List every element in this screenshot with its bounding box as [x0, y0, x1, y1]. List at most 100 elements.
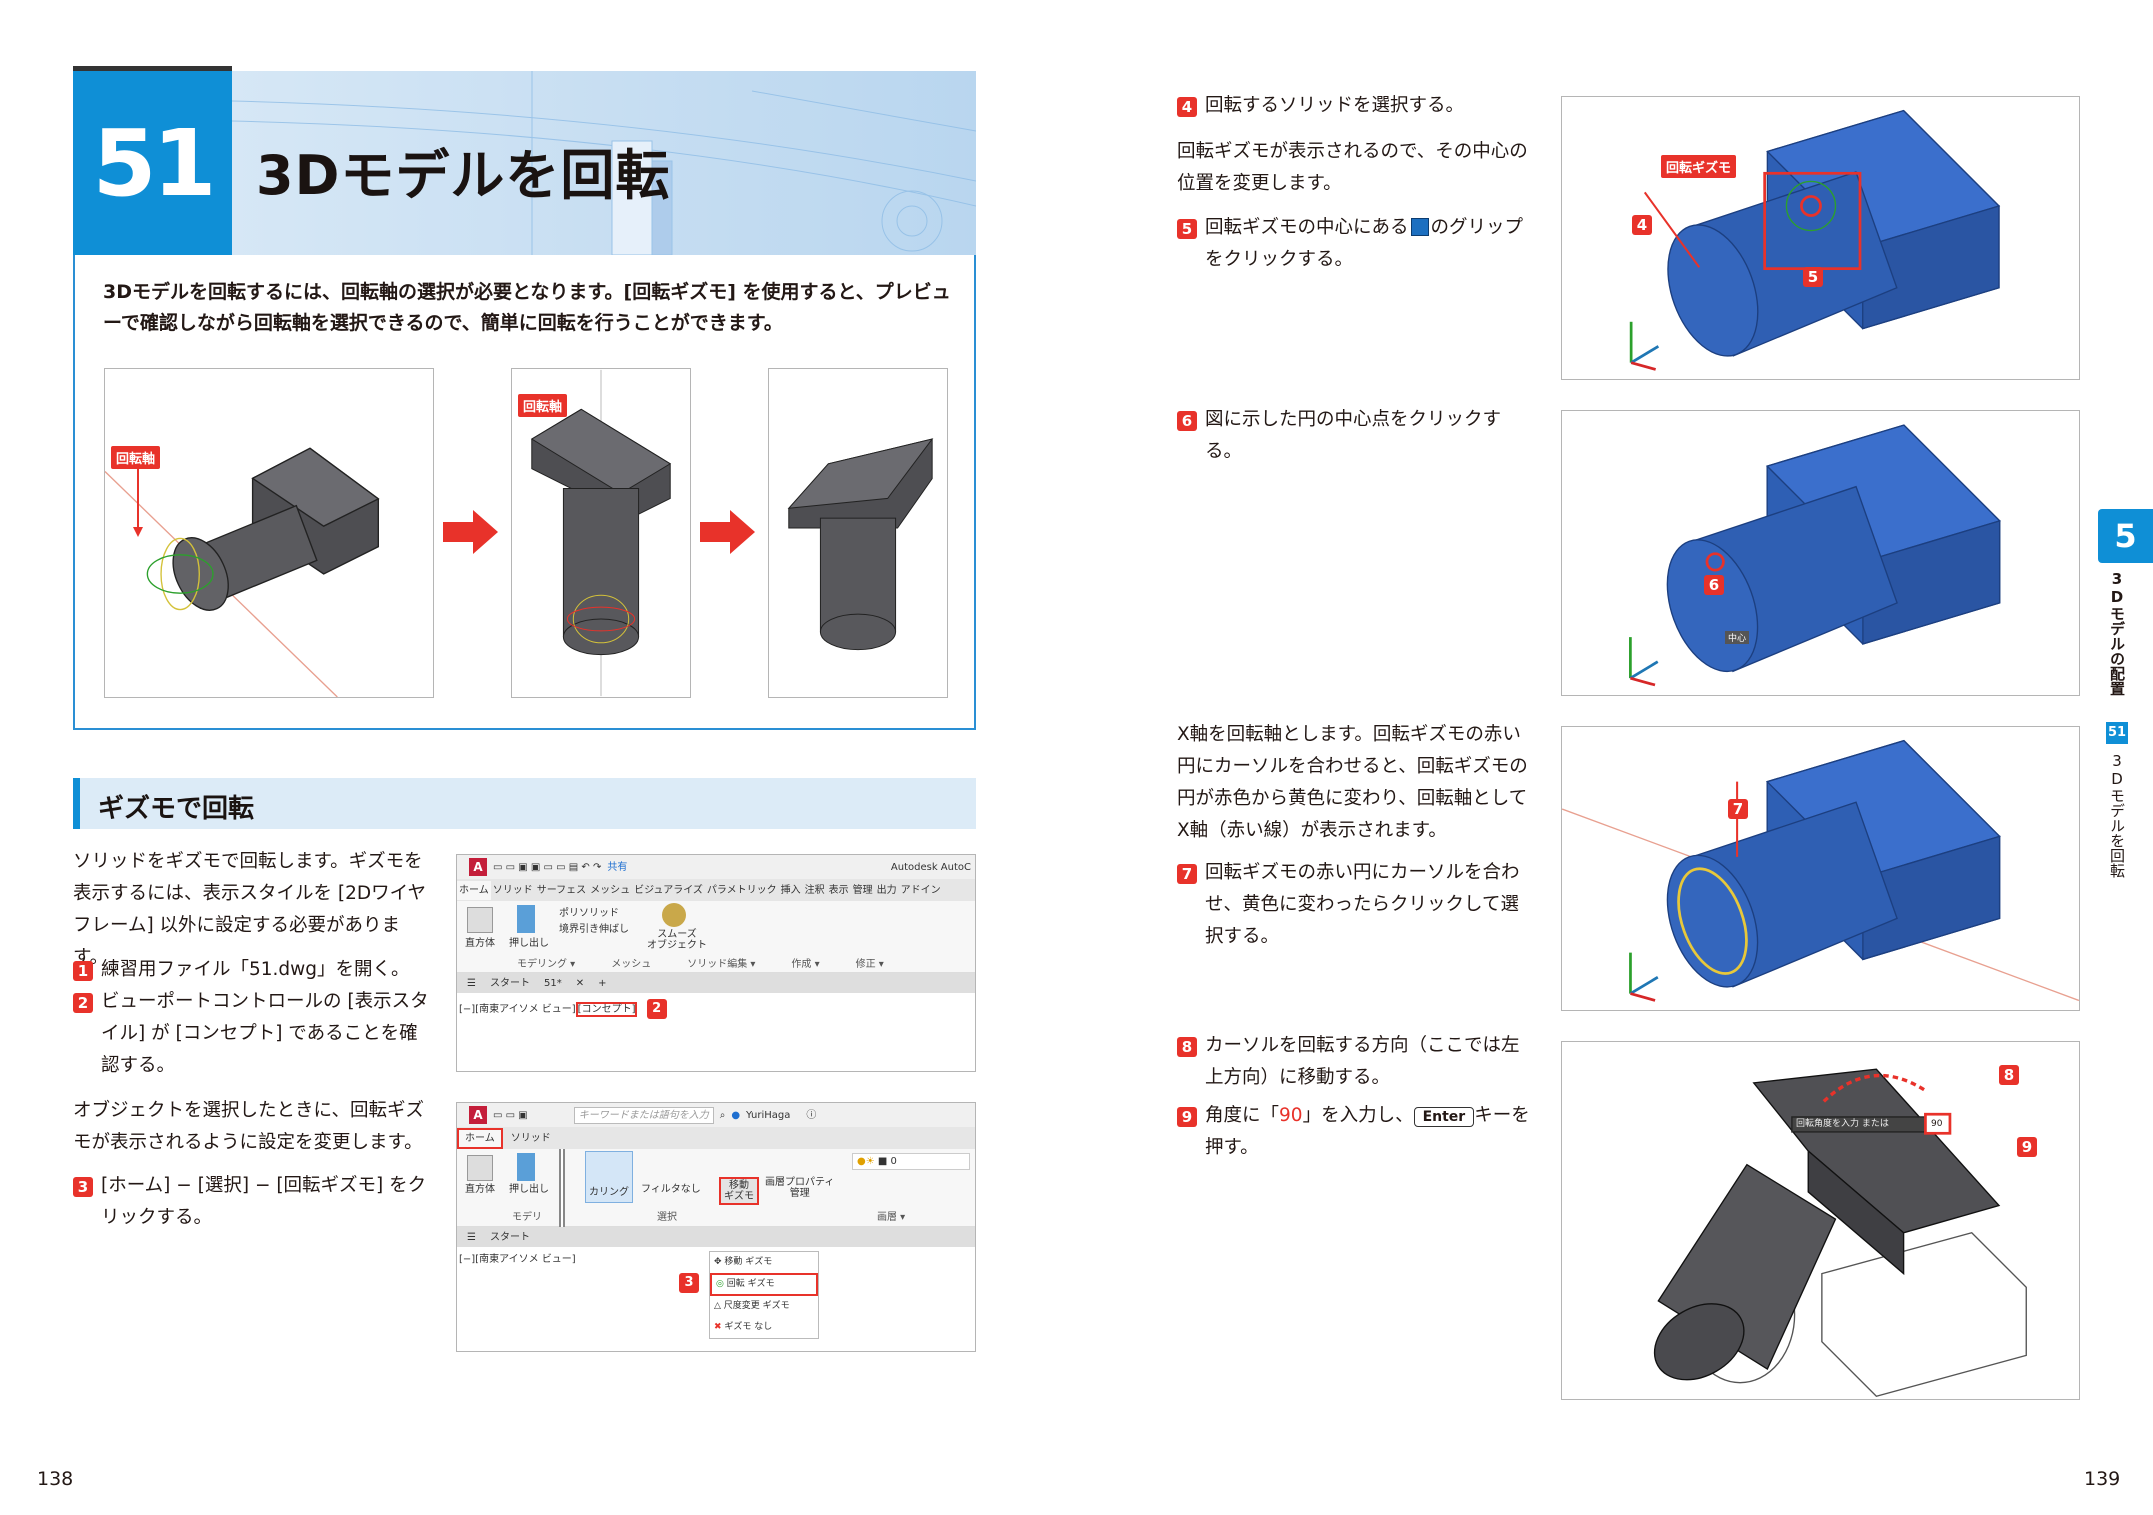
- right-arrow-icon: [700, 510, 755, 554]
- angle-input[interactable]: 90: [1931, 1119, 1943, 1129]
- extrude-icon: [517, 1153, 535, 1181]
- grip-square-icon: [1410, 218, 1429, 236]
- extrude-button[interactable]: 押し出し: [509, 938, 549, 949]
- step-number: 9: [1177, 1107, 1197, 1127]
- ribbon-tab[interactable]: ソリッド: [492, 884, 533, 896]
- ribbon-tab[interactable]: 管理: [852, 884, 873, 896]
- help-icon[interactable]: ⓘ: [806, 1109, 817, 1121]
- add-tab-icon[interactable]: +: [598, 977, 607, 989]
- x-icon: ✖: [714, 1322, 722, 1332]
- step-number: 7: [1177, 864, 1197, 884]
- step-number: 2: [73, 993, 93, 1013]
- ribbon-tab[interactable]: ホーム: [457, 880, 491, 900]
- step-text: [ホーム] − [選択] − [回転ギズモ] をクリックする。: [101, 1175, 427, 1228]
- intro-figure-axis: 回転軸: [511, 368, 691, 698]
- ribbon-tab[interactable]: パラメトリック: [706, 884, 777, 896]
- box-button[interactable]: 直方体: [465, 938, 495, 949]
- intro-box: 3Dモデルを回転するには、回転軸の選択が必要となります。[回転ギズモ] を使用す…: [73, 255, 976, 730]
- down-arrow-icon: [133, 467, 143, 537]
- menu-item-no-gizmo[interactable]: ✖ ギズモ なし: [714, 1322, 773, 1332]
- filter-button[interactable]: フィルタなし: [641, 1184, 701, 1195]
- share-button[interactable]: 共有: [607, 861, 628, 873]
- menu-item-rotate-gizmo[interactable]: ◎ 回転 ギズモ: [710, 1273, 818, 1296]
- user-name[interactable]: YuriHaga: [746, 1109, 791, 1121]
- menu-item-scale-gizmo[interactable]: △ 尺度変更 ギズモ: [714, 1301, 790, 1311]
- panel-label: モデリング ▾: [517, 959, 576, 970]
- chapter-tab-number[interactable]: 5: [2098, 509, 2153, 563]
- snap-tooltip: 中心: [1725, 631, 1750, 644]
- file-tab-start[interactable]: スタート: [489, 1231, 530, 1243]
- section-tab-title: 3Dモデルを回転: [2108, 752, 2126, 878]
- page-number-right: 139: [2084, 1468, 2121, 1490]
- autocad-logo-icon[interactable]: A: [469, 858, 487, 876]
- autocad-screenshot-gizmo-menu: A ▭ ▭ ▣ キーワードまたは語句を入力 ⌕ ● YuriHaga ⓘ ホーム…: [456, 1102, 976, 1352]
- paragraph: X軸を回転軸とします。回転ギズモの赤い円にカーソルを合わせると、回転ギズモの円が…: [1177, 724, 1528, 841]
- callout-3: 3: [679, 1273, 699, 1293]
- section-number: 51: [73, 71, 232, 255]
- intro-figure-before: 回転軸: [104, 368, 434, 698]
- panel-label: モデリ: [512, 1212, 542, 1223]
- tab-solid[interactable]: ソリッド: [510, 1132, 551, 1144]
- toolbar-icons: ▭ ▭ ▣ ▣ ▭ ▭ ▤ ↶ ↷: [493, 861, 602, 873]
- chapter-tab-title: 3Dモデルの配置: [2108, 570, 2126, 696]
- panel-label: 作成 ▾: [791, 959, 820, 970]
- menu-icon[interactable]: ☰: [467, 977, 476, 989]
- axis-label: 回転軸: [111, 446, 161, 469]
- angle-value: 90: [1279, 1105, 1303, 1126]
- paragraph: 回転ギズモが表示されるので、その中心の位置を変更します。: [1177, 141, 1528, 194]
- smooth-object-button[interactable]: スムーズ オブジェクト: [647, 929, 707, 951]
- figure-rotate-preview: 回転角度を入力 または 90 8 9: [1561, 1041, 2080, 1400]
- ribbon-tab[interactable]: 挿入: [780, 884, 801, 896]
- file-tab-51[interactable]: 51*: [543, 977, 562, 989]
- callout-5: 5: [1803, 267, 1823, 287]
- gizmo-menu: ✥ 移動 ギズモ ◎ 回転 ギズモ △ 尺度変更 ギズモ ✖ ギズモ なし: [709, 1251, 819, 1339]
- panel-label: 修正 ▾: [855, 959, 884, 970]
- layer-properties-button[interactable]: 画層プロパティ 管理: [765, 1177, 835, 1199]
- app-title: Autodesk AutoC: [890, 861, 971, 873]
- section-tab-number[interactable]: 51: [2106, 722, 2128, 744]
- page-number-left: 138: [37, 1468, 74, 1490]
- toolbar-icons: ▭ ▭ ▣: [493, 1109, 528, 1121]
- intro-text: 3Dモデルを回転するには、回転軸の選択が必要となります。[回転ギズモ] を使用す…: [103, 281, 951, 334]
- ribbon-tab[interactable]: ビジュアライズ: [634, 884, 703, 896]
- viewport-view-control[interactable]: [−][南東アイソメ ビュー]: [459, 1254, 576, 1265]
- ribbon-tab[interactable]: サーフェス: [536, 884, 587, 896]
- menu-item-move-gizmo[interactable]: ✥ 移動 ギズモ: [714, 1257, 773, 1267]
- box-button[interactable]: 直方体: [465, 1184, 495, 1195]
- viewport-view-control[interactable]: [−][南東アイソメ ビュー]: [459, 1004, 576, 1015]
- break-line: [559, 1149, 565, 1227]
- autocad-screenshot-ribbon: A ▭ ▭ ▣ ▣ ▭ ▭ ▤ ↶ ↷ 共有 Autodesk AutoC ホー…: [456, 854, 976, 1072]
- ribbon-tab[interactable]: 出力: [876, 884, 897, 896]
- visual-style-control[interactable]: [コンセプト]: [575, 1002, 638, 1017]
- ribbon-tab[interactable]: 注釈: [804, 884, 825, 896]
- angle-prompt: 回転角度を入力 または: [1796, 1119, 1889, 1129]
- search-input[interactable]: キーワードまたは語句を入力: [573, 1106, 714, 1124]
- culling-button[interactable]: カリング: [585, 1151, 633, 1203]
- paragraph: オブジェクトを選択したときに、回転ギズモが表示されるように設定を変更します。: [73, 1100, 424, 1153]
- callout-2: 2: [646, 999, 667, 1019]
- ribbon-tab[interactable]: メッシュ: [590, 884, 631, 896]
- presspull-button[interactable]: 境界引き伸ばし: [559, 924, 629, 935]
- search-icon[interactable]: ⌕: [719, 1109, 726, 1121]
- header-top-rule: [73, 66, 232, 71]
- ribbon-tab[interactable]: 表示: [828, 884, 849, 896]
- menu-icon[interactable]: ☰: [467, 1231, 476, 1243]
- layer-dropdown[interactable]: ●☀ ■ 0: [852, 1153, 970, 1170]
- gizmo-dropdown[interactable]: 移動 ギズモ: [719, 1177, 759, 1205]
- panel-label: 選択: [657, 1212, 677, 1223]
- autocad-logo-icon[interactable]: A: [469, 1106, 487, 1124]
- file-tab-start[interactable]: スタート: [489, 977, 530, 989]
- step-text: 練習用ファイル「51.dwg」を開く。: [101, 959, 410, 980]
- extrude-button[interactable]: 押し出し: [509, 1184, 549, 1195]
- polysolid-button[interactable]: ポリソリッド: [559, 908, 619, 919]
- viewport: [−][南東アイソメ ビュー][コンセプト] 2: [457, 993, 975, 1025]
- close-icon[interactable]: ✕: [575, 977, 585, 989]
- tab-home[interactable]: ホーム: [457, 1127, 503, 1149]
- figure-select-solid: 回転ギズモ 4 5: [1561, 96, 2080, 380]
- ribbon-tab[interactable]: アドイン: [900, 884, 941, 896]
